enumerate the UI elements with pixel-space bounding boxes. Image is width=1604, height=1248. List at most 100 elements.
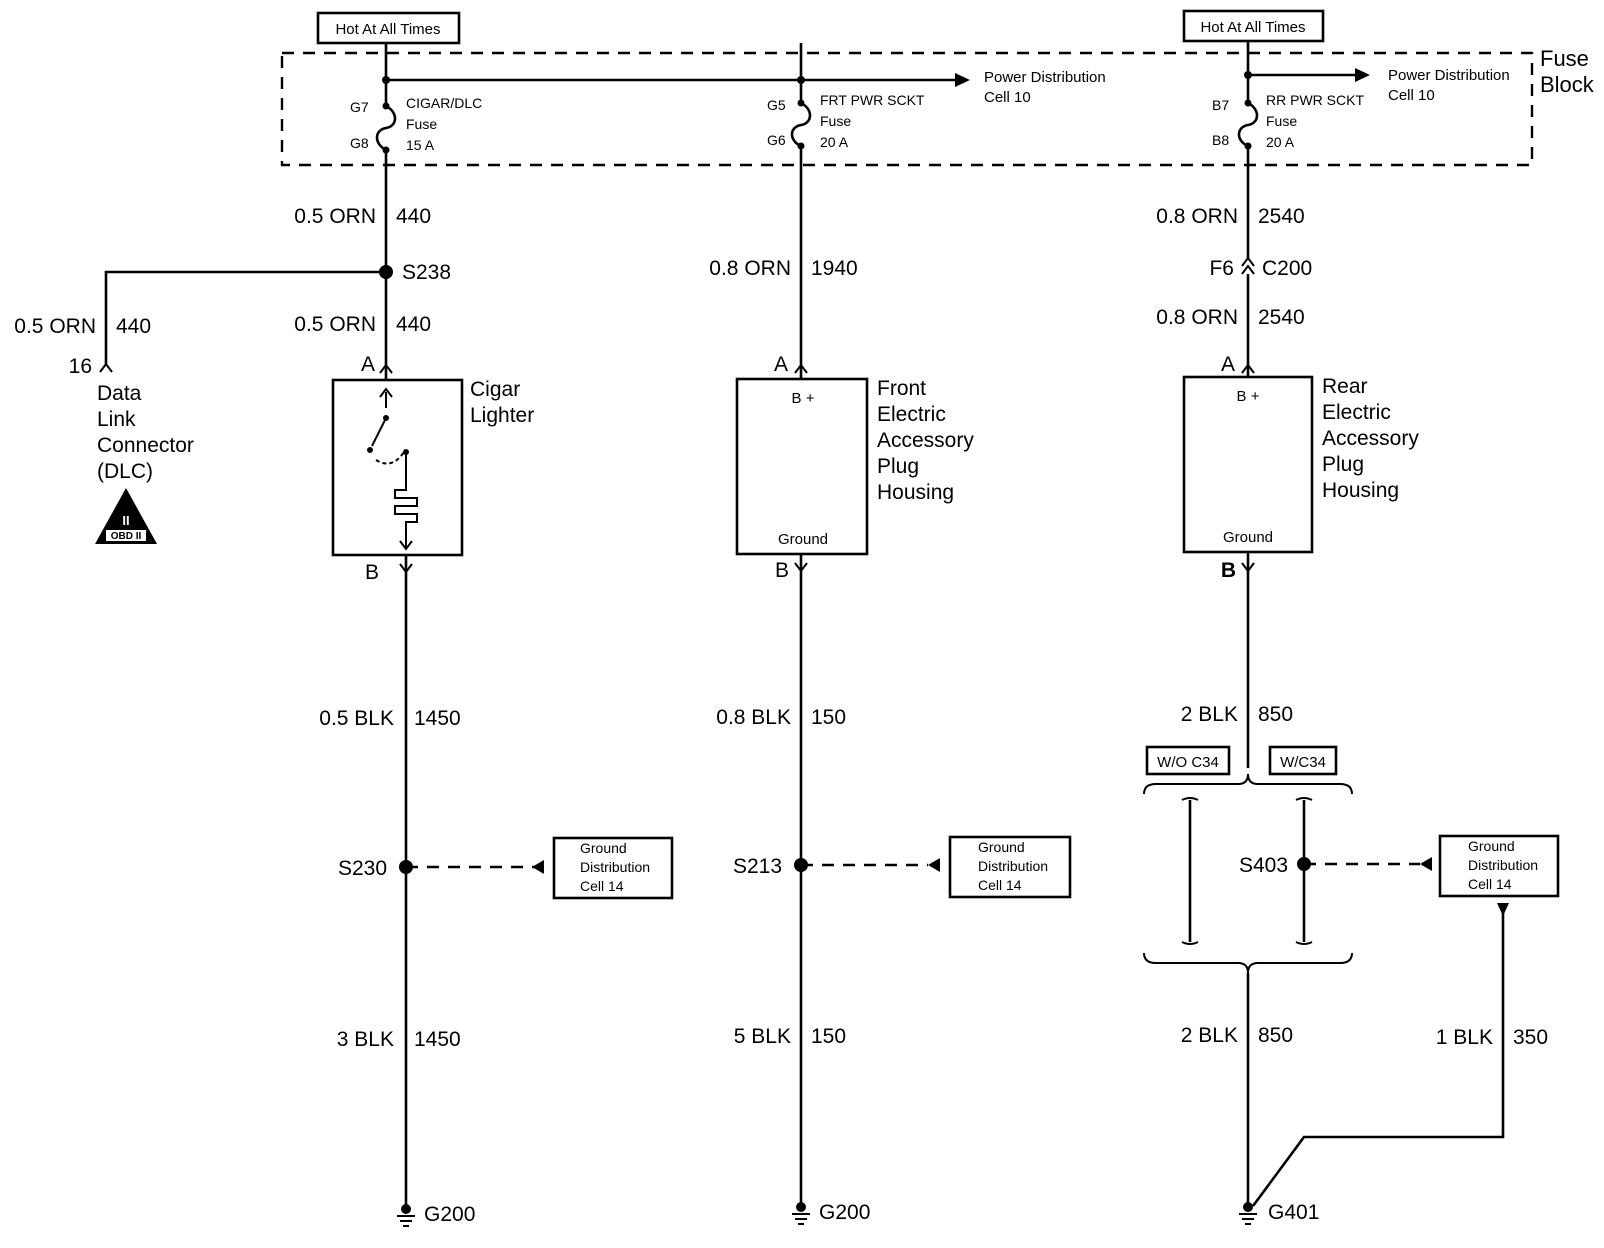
- svg-text:Hot At All Times: Hot At All Times: [1200, 19, 1305, 36]
- ground-g200-a: G200: [424, 1203, 475, 1226]
- pin-a-label: A: [361, 353, 375, 376]
- wire-circuit: 1450: [414, 1028, 461, 1051]
- wire-circuit: 2540: [1258, 306, 1305, 329]
- hot-label-2: Hot At All Times: [1182, 9, 1325, 43]
- svg-text:Cell 14: Cell 14: [1468, 876, 1512, 892]
- arrow-icon: [1497, 903, 1509, 916]
- arrow-icon: [928, 858, 940, 872]
- svg-text:Connector: Connector: [97, 434, 194, 457]
- svg-text:W/O C34: W/O C34: [1157, 754, 1219, 771]
- svg-text:Electric: Electric: [1322, 401, 1391, 424]
- fuse-rr-pwr-sckt: B7 B8 RR PWR SCKT Fuse 20 A: [1212, 75, 1364, 258]
- wire-gauge: 0.8 ORN: [1156, 205, 1238, 228]
- fuse-bus-left: [384, 43, 955, 82]
- ground-icon: [792, 1202, 810, 1225]
- svg-text:Ground: Ground: [978, 839, 1025, 855]
- ground-icon: [397, 1204, 415, 1227]
- svg-text:FRT PWR SCKT: FRT PWR SCKT: [820, 92, 925, 108]
- svg-text:Plug: Plug: [1322, 453, 1364, 476]
- wire-circuit: 150: [811, 1025, 846, 1048]
- wire-circuit: 350: [1513, 1026, 1548, 1049]
- svg-text:Link: Link: [97, 408, 136, 431]
- wire-circuit: 2540: [1258, 205, 1305, 228]
- pin-a-label: A: [774, 353, 788, 376]
- svg-text:Accessory: Accessory: [1322, 427, 1419, 450]
- svg-text:Front: Front: [877, 377, 926, 400]
- svg-text:20 A: 20 A: [820, 134, 849, 150]
- pin-b-label: B: [775, 559, 789, 582]
- power-dist-2: Power Distribution: [1388, 67, 1510, 84]
- ground-dist-1: Ground Distribution Cell 14: [552, 836, 674, 900]
- cigar-lighter-label: Cigar: [470, 378, 520, 401]
- svg-text:Housing: Housing: [877, 481, 954, 504]
- svg-text:Distribution: Distribution: [580, 859, 650, 875]
- wire-circuit: 440: [396, 313, 431, 336]
- svg-text:Fuse: Fuse: [1266, 113, 1297, 129]
- arrow-icon: [532, 860, 544, 874]
- svg-text:Ground: Ground: [778, 531, 828, 548]
- dlc-pin-label: 16: [69, 355, 92, 378]
- break-mark: [1295, 797, 1313, 945]
- splice-s403-label: S403: [1239, 854, 1288, 877]
- option-brace-bottom: [1143, 952, 1353, 974]
- svg-text:Data: Data: [97, 382, 142, 405]
- svg-text:Fuse: Fuse: [820, 113, 851, 129]
- fuse-block-label-2: Block: [1540, 72, 1595, 97]
- wire-gauge: 1 BLK: [1436, 1026, 1493, 1049]
- rear-accessory-plug-housing: B + Ground: [1182, 375, 1314, 554]
- svg-text:G5: G5: [767, 97, 786, 113]
- svg-text:(DLC): (DLC): [97, 460, 153, 483]
- svg-text:Ground: Ground: [1468, 838, 1515, 854]
- wire-gauge: 0.5 BLK: [319, 707, 394, 730]
- svg-text:Ground: Ground: [580, 840, 627, 856]
- svg-text:Accessory: Accessory: [877, 429, 974, 452]
- svg-text:15 A: 15 A: [406, 137, 435, 153]
- svg-text:OBD II: OBD II: [111, 531, 142, 542]
- svg-text:B +: B +: [1237, 388, 1260, 405]
- svg-text:Cell 14: Cell 14: [580, 878, 624, 894]
- pin-chevron: [379, 363, 393, 374]
- hot-label-1: Hot At All Times: [316, 11, 461, 45]
- wire-circuit: 1450: [414, 707, 461, 730]
- option-w-c34: W/C34: [1268, 745, 1338, 776]
- wire-gauge: 0.5 ORN: [294, 313, 376, 336]
- svg-text:20 A: 20 A: [1266, 134, 1295, 150]
- svg-text:W/C34: W/C34: [1280, 754, 1326, 771]
- svg-text:C200: C200: [1262, 257, 1312, 280]
- wire-gauge: 5 BLK: [734, 1025, 791, 1048]
- svg-text:Fuse: Fuse: [406, 116, 437, 132]
- fuse-frt-pwr-sckt: G5 G6 FRT PWR SCKT Fuse 20 A: [767, 43, 925, 440]
- wire-circuit: 440: [396, 205, 431, 228]
- pin-b-label: B: [365, 561, 379, 584]
- svg-text:G8: G8: [350, 135, 369, 151]
- fuse-block-label: Fuse: [1540, 46, 1589, 71]
- svg-text:Rear: Rear: [1322, 375, 1368, 398]
- fuse-bus-right: [1246, 41, 1355, 77]
- splice-s230-label: S230: [338, 857, 387, 880]
- wire-circuit: 150: [811, 706, 846, 729]
- svg-text:G7: G7: [350, 99, 369, 115]
- front-accessory-plug-housing: B + Ground: [735, 377, 869, 556]
- arrow-icon: [1355, 68, 1370, 82]
- svg-text:Ground: Ground: [1223, 529, 1273, 546]
- ground-g401: G401: [1268, 1201, 1319, 1224]
- svg-text:CIGAR/DLC: CIGAR/DLC: [406, 95, 482, 111]
- option-brace-top: [1143, 773, 1353, 795]
- power-dist-2-cell: Cell 10: [1388, 87, 1435, 104]
- ground-g200-b: G200: [819, 1201, 870, 1224]
- connector-c200: F6 C200: [1209, 256, 1312, 280]
- svg-text:F6: F6: [1209, 257, 1234, 280]
- svg-text:B8: B8: [1212, 132, 1229, 148]
- ground-dist-3: Ground Distribution Cell 14: [1438, 834, 1560, 898]
- pin-chevron: [794, 363, 808, 374]
- wire-circuit: 1940: [811, 257, 858, 280]
- splice-s213-label: S213: [733, 855, 782, 878]
- wire-gauge: 0.8 BLK: [716, 706, 791, 729]
- wire-gauge: 0.8 ORN: [1156, 306, 1238, 329]
- wire-gauge: 0.8 ORN: [709, 257, 791, 280]
- svg-text:B +: B +: [792, 390, 815, 407]
- wire-circuit: 850: [1258, 1024, 1293, 1047]
- obd-ii-icon: II OBD II: [95, 488, 157, 544]
- pin-chevron: [99, 362, 113, 373]
- fuse-cigar-dlc: G7 G8 CIGAR/DLC Fuse 15 A: [350, 80, 482, 440]
